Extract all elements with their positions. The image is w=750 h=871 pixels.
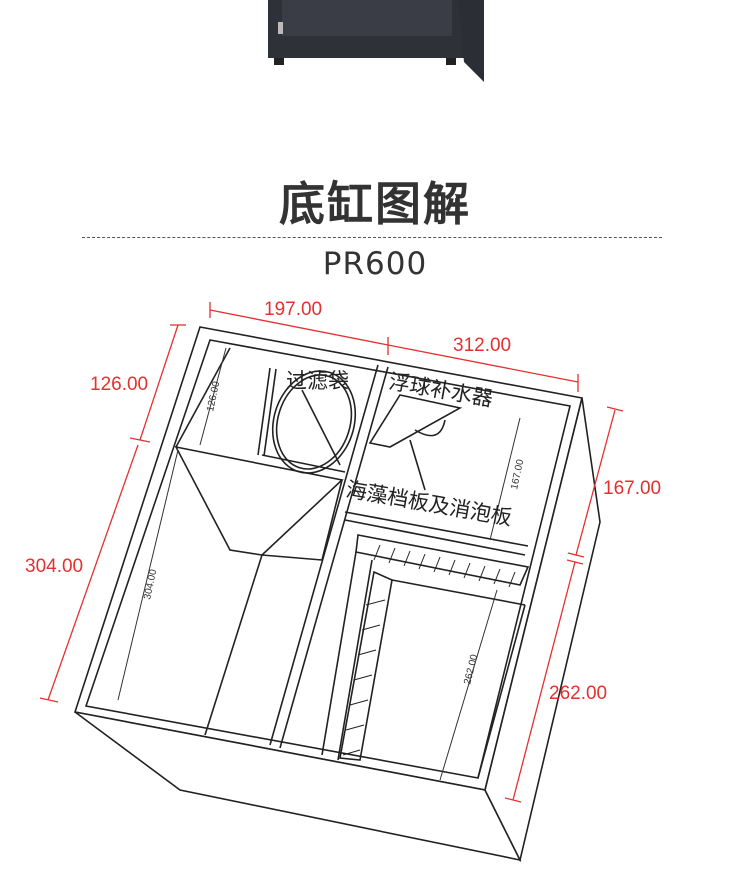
cabinet-photo (268, 0, 484, 82)
inner-dim-167: 167.00 (509, 458, 526, 491)
dim-right-lower: 262.00 (549, 683, 607, 704)
dim-top-right: 312.00 (453, 335, 511, 356)
divider (82, 237, 662, 238)
model-name: PR600 (322, 246, 428, 282)
right-face (484, 397, 601, 863)
sump-diagram: 126.00 304.00 167.00 262.00 过滤袋 浮球补水器 海藻… (25, 299, 661, 863)
inner-dimension-lines (117, 347, 521, 781)
dim-left-upper: 126.00 (90, 374, 148, 395)
dim-right-upper: 167.00 (603, 478, 661, 499)
sump-outline (73, 326, 601, 863)
page-title: 底缸图解 (279, 177, 471, 231)
dim-top-left: 197.00 (264, 299, 322, 320)
inner-rim (84, 339, 571, 779)
label-filter-bag: 过滤袋 (286, 369, 349, 393)
hatch (342, 544, 516, 756)
inner-dim-304: 304.00 (142, 568, 159, 601)
label-baffle: 海藻档板及消泡板 (344, 477, 514, 530)
dim-left-lower: 304.00 (25, 556, 83, 577)
inner-dim-126: 126.00 (205, 380, 222, 413)
label-float-valve: 浮球补水器 (387, 369, 495, 411)
inner-dim-262: 262.00 (462, 653, 480, 686)
outer-dimension-lines (39, 302, 624, 803)
